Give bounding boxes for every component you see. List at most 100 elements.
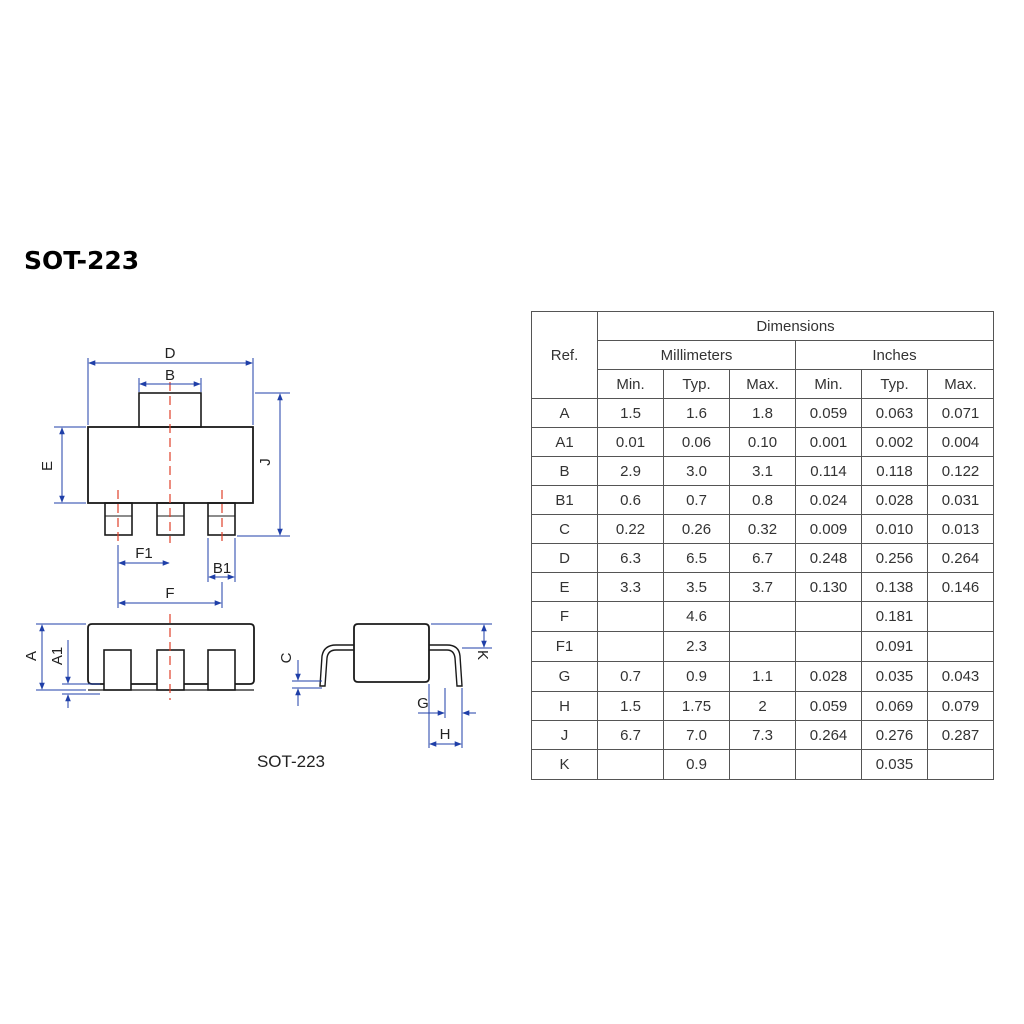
value-cell: 0.287 — [927, 720, 994, 750]
value-cell: 0.32 — [729, 514, 796, 544]
table-row: F1 2.3 0.091 — [531, 631, 994, 662]
value-cell: 0.069 — [861, 691, 928, 721]
value-cell: 0.122 — [927, 456, 994, 486]
ref-header: Ref. — [531, 311, 598, 399]
mm-min-header: Min. — [597, 369, 664, 399]
millimeters-header: Millimeters — [597, 340, 796, 370]
page-title: SOT-223 — [24, 246, 140, 275]
value-cell: 0.031 — [927, 485, 994, 515]
dimensions-table: Ref. Dimensions Millimeters Inches Min. … — [531, 311, 994, 780]
value-cell: 6.7 — [729, 543, 796, 573]
value-cell — [729, 601, 796, 632]
value-cell: 0.002 — [861, 427, 928, 457]
value-cell: 0.06 — [663, 427, 730, 457]
value-cell: 2.9 — [597, 456, 664, 486]
value-cell: 3.1 — [729, 456, 796, 486]
value-cell: 0.114 — [795, 456, 862, 486]
value-cell: 0.035 — [861, 749, 928, 780]
value-cell — [597, 631, 664, 662]
value-cell: 2.3 — [663, 631, 730, 662]
ref-cell: E — [531, 572, 598, 602]
value-cell: 0.26 — [663, 514, 730, 544]
in-max-header: Max. — [927, 369, 994, 399]
value-cell: 1.6 — [663, 398, 730, 428]
value-cell: 0.22 — [597, 514, 664, 544]
table-row: K 0.9 0.035 — [531, 749, 994, 780]
value-cell: 4.6 — [663, 601, 730, 632]
ref-cell: B1 — [531, 485, 598, 515]
value-cell: 0.146 — [927, 572, 994, 602]
label-E: E — [39, 461, 56, 471]
value-cell: 0.01 — [597, 427, 664, 457]
value-cell: 0.7 — [597, 661, 664, 692]
label-K: K — [474, 650, 491, 660]
value-cell: 3.7 — [729, 572, 796, 602]
value-cell: 7.0 — [663, 720, 730, 750]
value-cell: 0.276 — [861, 720, 928, 750]
value-cell: 0.028 — [861, 485, 928, 515]
value-cell: 0.059 — [795, 398, 862, 428]
ref-cell: A1 — [531, 427, 598, 457]
inches-header: Inches — [795, 340, 994, 370]
value-cell: 0.001 — [795, 427, 862, 457]
value-cell: 2 — [729, 691, 796, 721]
value-cell: 0.181 — [861, 601, 928, 632]
label-F1: F1 — [135, 545, 153, 562]
side-view: C K G H — [278, 623, 492, 748]
value-cell: 0.091 — [861, 631, 928, 662]
value-cell: 0.248 — [795, 543, 862, 573]
label-C: C — [278, 652, 295, 663]
value-cell: 0.138 — [861, 572, 928, 602]
value-cell: 1.1 — [729, 661, 796, 692]
value-cell — [729, 749, 796, 780]
package-drawing: D B E J F1 B1 F — [23, 345, 492, 771]
in-min-header: Min. — [795, 369, 862, 399]
value-cell — [729, 631, 796, 662]
value-cell: 0.071 — [927, 398, 994, 428]
label-D: D — [165, 345, 176, 362]
value-cell: 6.5 — [663, 543, 730, 573]
value-cell: 6.7 — [597, 720, 664, 750]
value-cell: 0.264 — [795, 720, 862, 750]
side-lead-right — [429, 644, 463, 687]
label-B1: B1 — [213, 560, 231, 577]
value-cell: 0.9 — [663, 661, 730, 692]
value-cell — [927, 601, 994, 632]
value-cell: 3.3 — [597, 572, 664, 602]
dimensions-header: Dimensions — [597, 311, 994, 341]
value-cell: 6.3 — [597, 543, 664, 573]
value-cell: 0.059 — [795, 691, 862, 721]
ref-cell: K — [531, 749, 598, 780]
value-cell: 0.009 — [795, 514, 862, 544]
value-cell: 0.8 — [729, 485, 796, 515]
ref-cell: F1 — [531, 631, 598, 662]
label-H: H — [440, 726, 451, 743]
value-cell: 0.079 — [927, 691, 994, 721]
side-body — [353, 623, 430, 683]
drawing-caption: SOT-223 — [257, 752, 325, 771]
ref-cell: G — [531, 661, 598, 692]
label-B: B — [165, 367, 175, 384]
value-cell: 0.9 — [663, 749, 730, 780]
ref-cell: F — [531, 601, 598, 632]
front-body — [87, 623, 255, 685]
value-cell: 1.5 — [597, 398, 664, 428]
ref-cell: C — [531, 514, 598, 544]
side-lead-left — [319, 644, 354, 687]
value-cell: 0.024 — [795, 485, 862, 515]
in-typ-header: Typ. — [861, 369, 928, 399]
value-cell — [597, 749, 664, 780]
value-cell: 0.035 — [861, 661, 928, 692]
mm-max-header: Max. — [729, 369, 796, 399]
value-cell: 0.028 — [795, 661, 862, 692]
mm-typ-header: Typ. — [663, 369, 730, 399]
